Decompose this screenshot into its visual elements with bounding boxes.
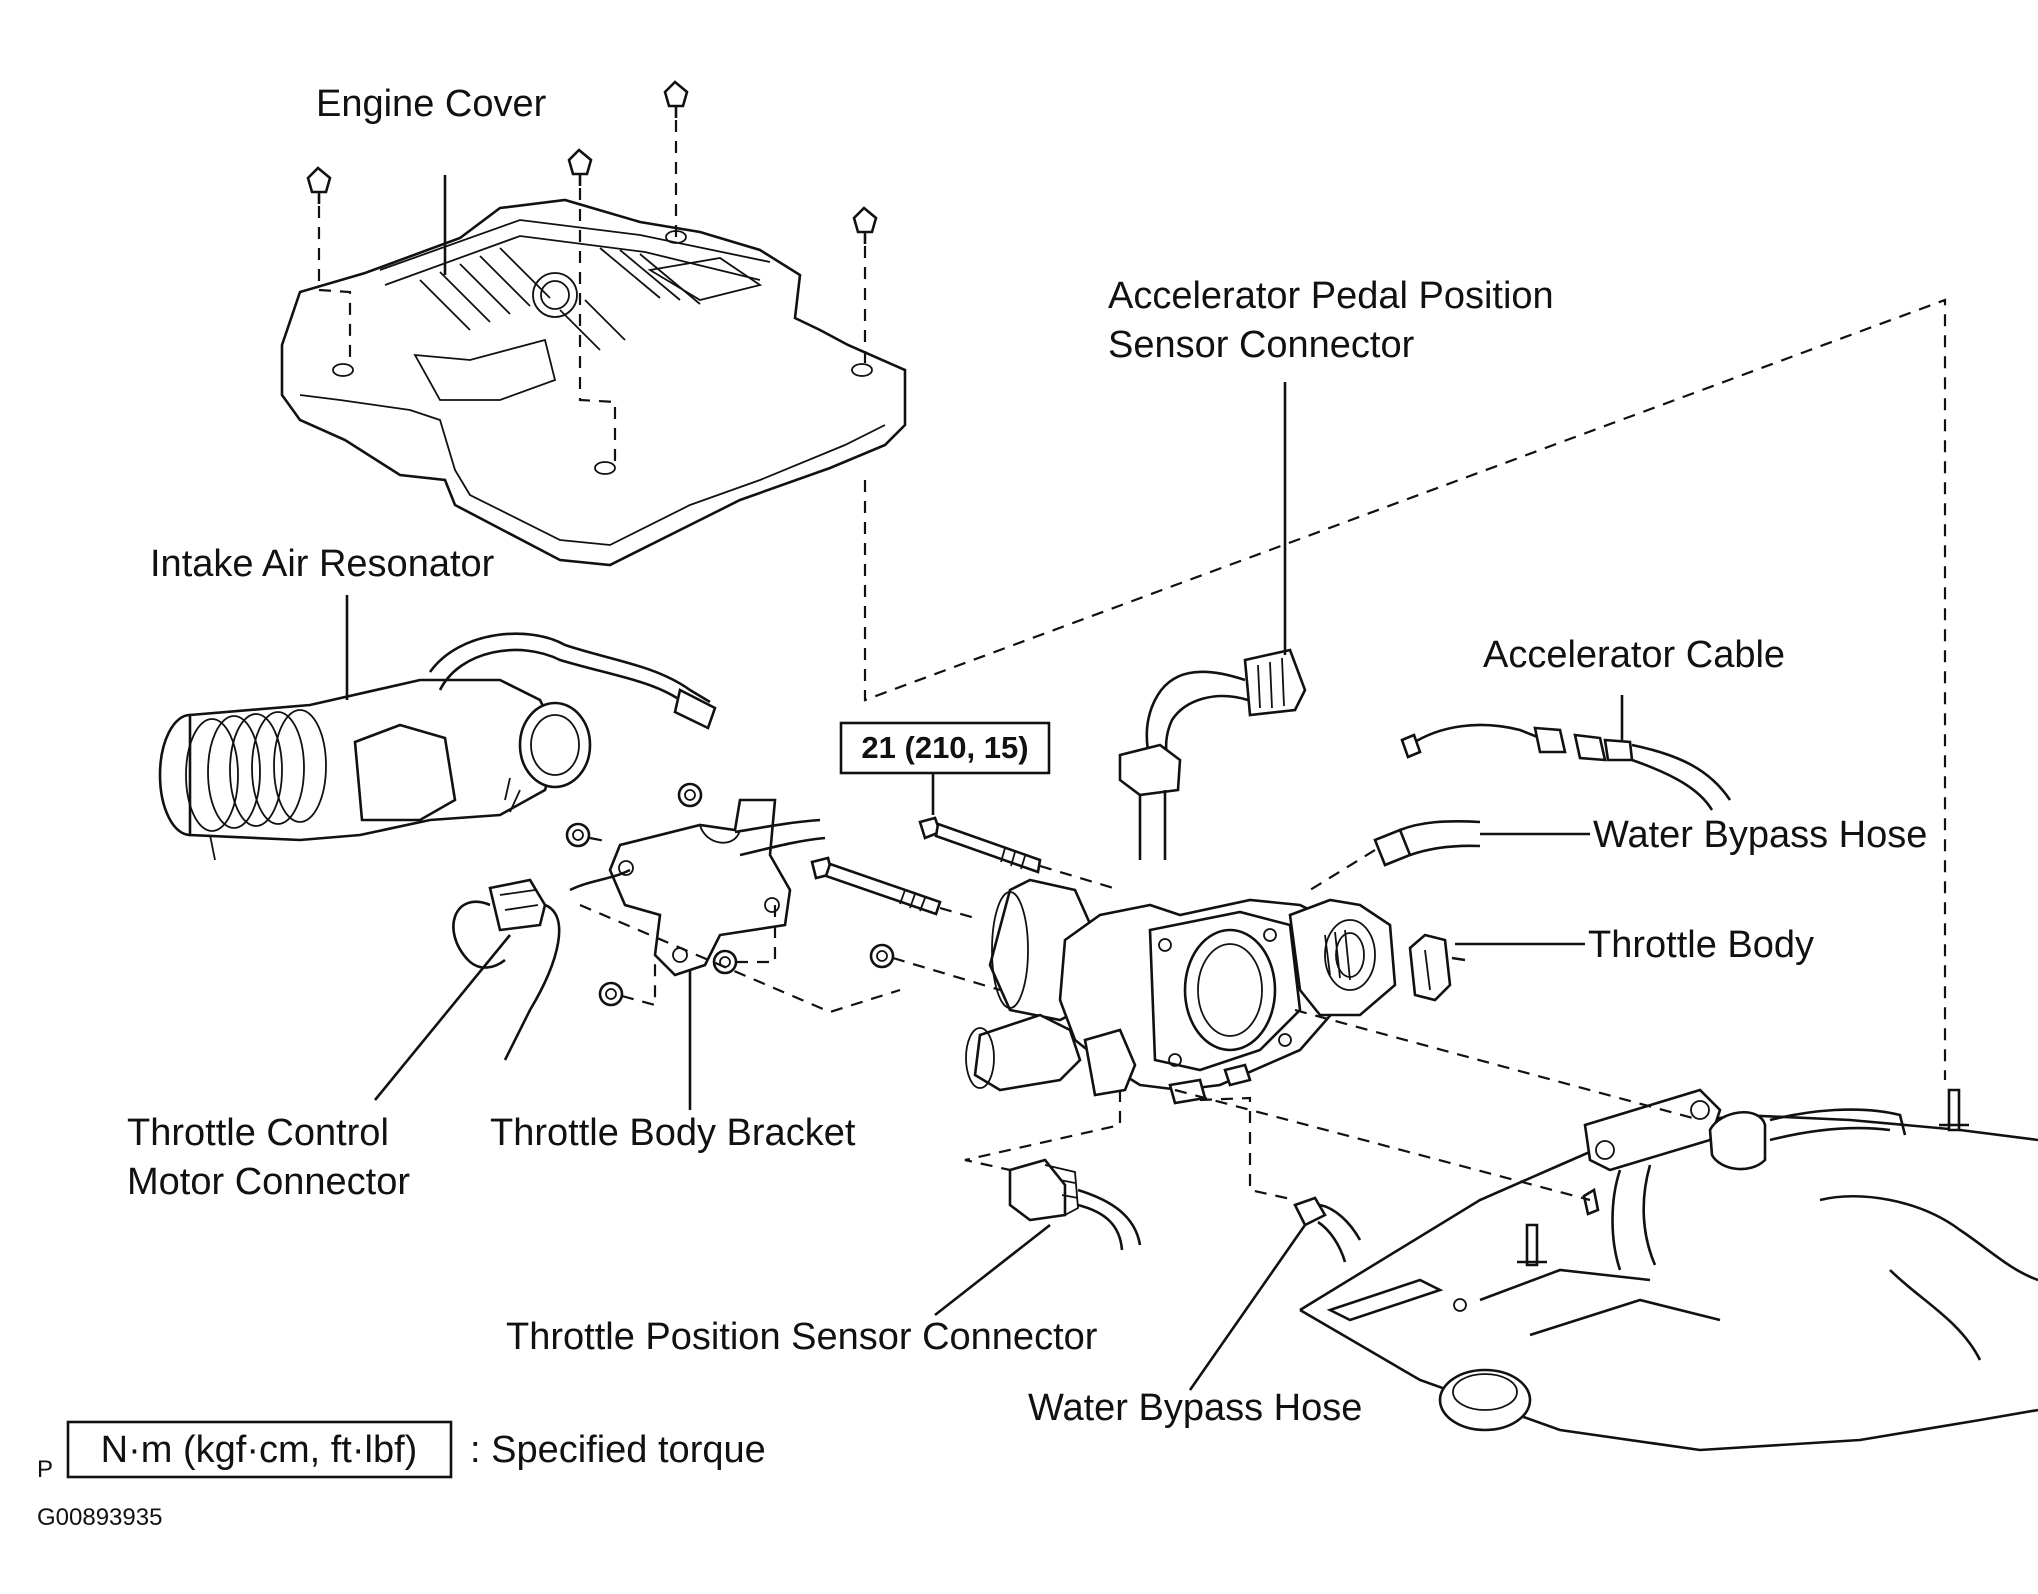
accel-pedal-sensor-label-line2: Sensor Connector bbox=[1108, 324, 1415, 366]
legend-unit-box bbox=[66, 1420, 453, 1479]
throttle-body-bolt-drawing bbox=[810, 816, 1042, 916]
accelerator-cable-label: Accelerator Cable bbox=[1483, 634, 1785, 676]
tps-dash-lines bbox=[964, 1090, 1122, 1172]
accel-pedal-sensor-label-line1: Accelerator Pedal Position bbox=[1108, 275, 1554, 317]
torque-spec-box: 21 (210, 15) bbox=[839, 721, 1051, 775]
bracket-nut-icon bbox=[565, 782, 895, 1007]
water-bypass-hose-lower-drawing bbox=[1293, 1196, 1362, 1263]
engine-cover-drawing bbox=[280, 198, 907, 567]
water-hose-dash-lines bbox=[1199, 1096, 1296, 1202]
cover-dash-lines bbox=[317, 120, 867, 465]
intake-air-resonator-label: Intake Air Resonator bbox=[150, 543, 495, 585]
intake-manifold-drawing bbox=[1299, 1088, 2038, 1452]
throttle-body-bracket-drawing bbox=[608, 798, 826, 977]
throttle-position-sensor-connector-drawing bbox=[1008, 1158, 1142, 1251]
engine-cover-label: Engine Cover bbox=[316, 83, 547, 125]
legend-marker: P bbox=[37, 1456, 53, 1483]
torque-spec-value: 21 (210, 15) bbox=[861, 730, 1028, 765]
water-bypass-hose-upper-drawing bbox=[1309, 819, 1481, 891]
bracket-dash-lines bbox=[579, 836, 1001, 1014]
throttle-control-motor-connector-drawing bbox=[452, 868, 631, 1061]
throttle-body-label: Throttle Body bbox=[1588, 924, 1814, 966]
cover-nut-icon bbox=[306, 80, 878, 244]
torque-legend: P N·m (kgf·cm, ft·lbf) : Specified torqu… bbox=[37, 1420, 766, 1483]
water-bypass-hose-lower-label: Water Bypass Hose bbox=[1028, 1387, 1362, 1429]
water-bypass-hose-upper-label: Water Bypass Hose bbox=[1593, 814, 1927, 856]
assembly-dash-lines bbox=[863, 298, 1947, 1202]
accelerator-cable-drawing bbox=[1400, 723, 1732, 811]
legend-unit-text: N·m (kgf·cm, ft·lbf) bbox=[101, 1429, 418, 1471]
throttle-body-bracket-label: Throttle Body Bracket bbox=[490, 1112, 856, 1154]
intake-air-resonator-drawing bbox=[158, 632, 717, 861]
cable-clip-drawing bbox=[1408, 933, 1466, 1002]
bolt-dash-lines bbox=[939, 864, 1121, 920]
legend-description: : Specified torque bbox=[470, 1429, 766, 1471]
accelerator-pedal-sensor-connector-drawing bbox=[1118, 648, 1307, 860]
throttle-control-motor-label-line2: Motor Connector bbox=[127, 1161, 410, 1203]
leader-lines bbox=[345, 175, 1624, 1391]
throttle-body-drawing bbox=[965, 878, 1397, 1105]
throttle-control-motor-label-line1: Throttle Control bbox=[127, 1112, 389, 1154]
figure-id: G00893935 bbox=[37, 1504, 162, 1531]
throttle-position-sensor-label: Throttle Position Sensor Connector bbox=[506, 1316, 1098, 1358]
